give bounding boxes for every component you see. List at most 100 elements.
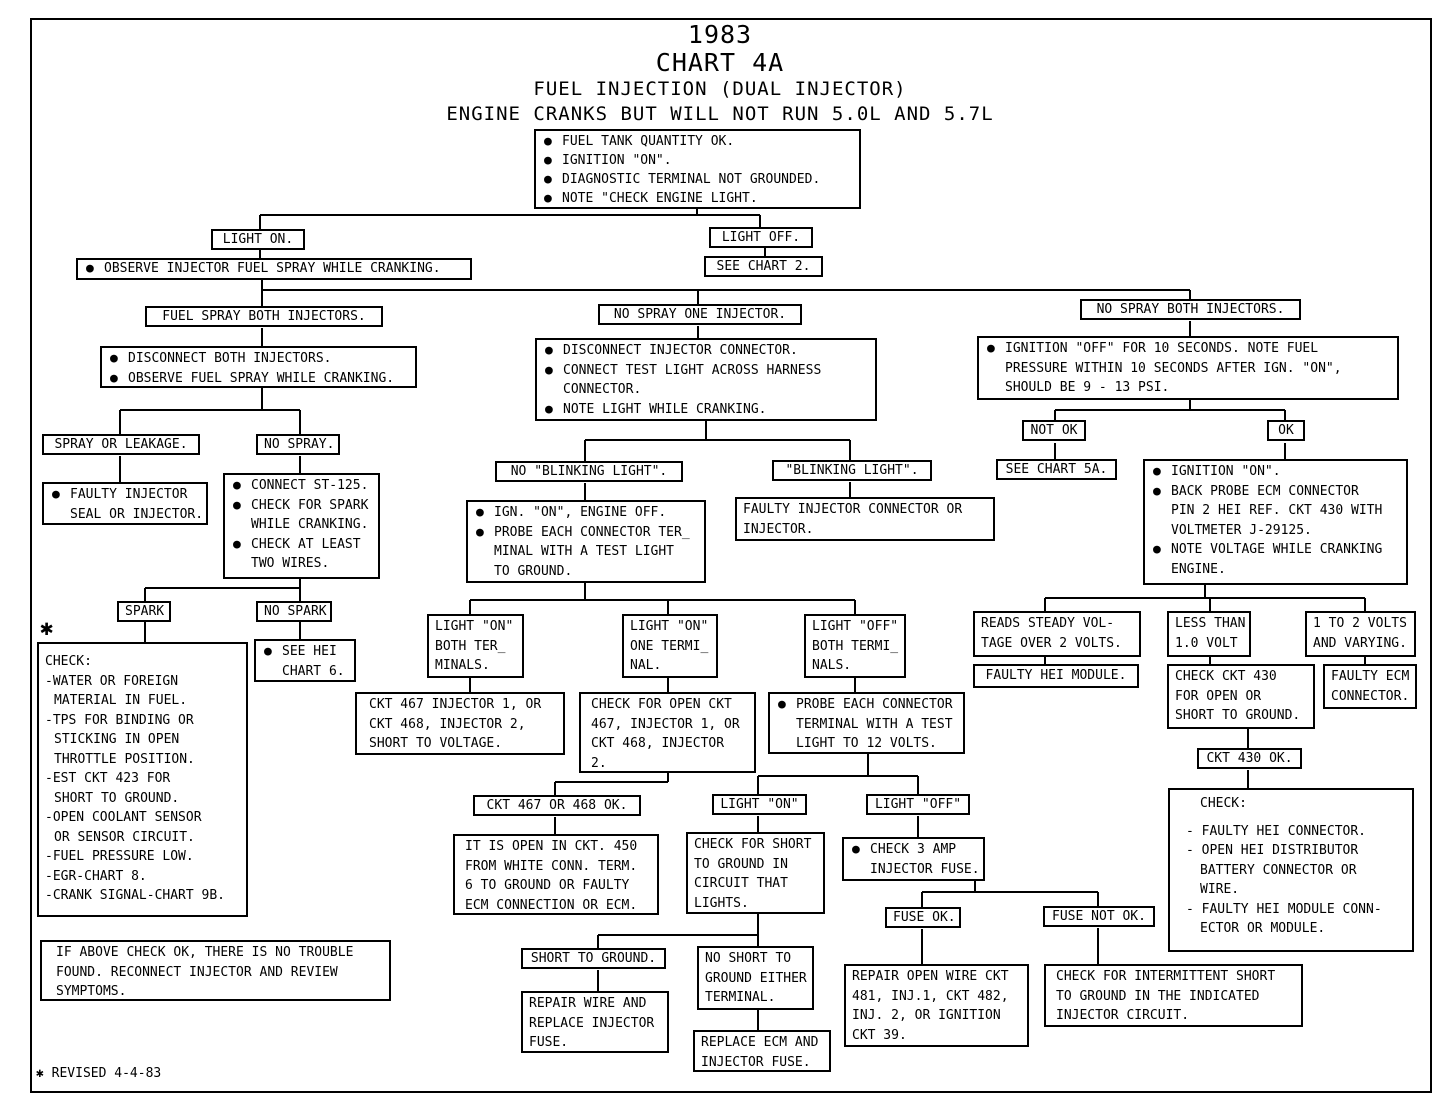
repair-open-wire-box: REPAIR OPEN WIRE CKT 481, INJ.1, CKT 482… — [844, 964, 1029, 1047]
step-line: CKT 468, INJECTOR — [591, 736, 725, 751]
result-line: IT IS OPEN IN CKT. 450 — [465, 839, 638, 854]
fuse-ok-label: FUSE OK. — [885, 907, 961, 928]
step-line: LIGHT TO 12 VOLTS. — [796, 736, 937, 751]
step-line: 2. — [591, 755, 607, 771]
check-line: - OPEN HEI DISTRIBUTOR — [1186, 843, 1359, 858]
result-line: 481, INJ.1, CKT 482, — [852, 988, 1009, 1004]
short-to-ground-label: SHORT TO GROUND. — [521, 948, 666, 969]
check-line: THROTTLE POSITION. — [54, 751, 195, 767]
chart-border — [30, 18, 1432, 1093]
step-line: PIN 2 HEI REF. CKT 430 WITH — [1171, 503, 1383, 518]
initial-condition: FUEL TANK QUANTITY OK. — [542, 132, 853, 151]
step-line: CHECK AT LEAST — [231, 535, 372, 555]
step-line: TO GROUND IN — [694, 856, 788, 872]
ckt-430-ok-label: CKT 430 OK. — [1197, 748, 1302, 769]
result-line: FROM WHITE CONN. TERM. — [465, 858, 638, 874]
result-line: REPLACE INJECTOR — [529, 1015, 655, 1031]
result-line: INJECTOR. — [743, 521, 814, 537]
step-line: CHECK FOR OPEN CKT — [591, 697, 732, 712]
replace-ecm-box: REPLACE ECM AND INJECTOR FUSE. — [693, 1030, 831, 1072]
if-above-box: IF ABOVE CHECK OK, THERE IS NO TROUBLE F… — [40, 940, 391, 1001]
ignition-on-voltmeter-box: IGNITION "ON". BACK PROBE ECM CONNECTOR … — [1143, 459, 1408, 585]
check-line: - FAULTY HEI CONNECTOR. — [1186, 823, 1367, 839]
step-line: PROBE EACH CONNECTOR TER_ — [474, 523, 698, 543]
initial-condition: NOTE "CHECK ENGINE LIGHT. — [542, 189, 853, 207]
condition-line: READS STEADY VOL- — [981, 616, 1115, 631]
spray-or-leakage-label: SPRAY OR LEAKAGE. — [42, 434, 200, 455]
check-line: BATTERY CONNECTOR OR — [1200, 862, 1357, 878]
spark-label: SPARK — [117, 601, 171, 622]
check-line: -FUEL PRESSURE LOW. — [45, 849, 194, 864]
condition-line: GROUND EITHER — [705, 970, 807, 986]
condition-line: LIGHT "ON" — [435, 619, 514, 634]
step-line: WHILE CRANKING. — [251, 517, 369, 532]
no-spray-both-label: NO SPRAY BOTH INJECTORS. — [1080, 299, 1301, 320]
check-line: -TPS FOR BINDING OR — [45, 712, 194, 728]
light-on-one-box: LIGHT "ON" ONE TERMI_ NAL. — [622, 614, 718, 678]
light-on-quote-label: LIGHT "ON" — [712, 794, 807, 815]
disconnect-connector-box: DISCONNECT INJECTOR CONNECTOR. CONNECT T… — [535, 338, 877, 421]
step-line: FOR OPEN OR — [1175, 688, 1262, 704]
result-line: CHART 6. — [282, 663, 345, 679]
no-short-box: NO SHORT TO GROUND EITHER TERMINAL. — [697, 946, 814, 1010]
check-line: MATERIAL IN FUEL. — [54, 693, 188, 708]
check-line: OR SENSOR CIRCUIT. — [54, 829, 195, 845]
chart-title: FUEL INJECTION (DUAL INJECTOR) — [533, 78, 907, 100]
result-line: INJECTOR FUSE. — [701, 1054, 811, 1070]
fuel-spray-both-label: FUEL SPRAY BOTH INJECTORS. — [145, 306, 383, 327]
check-hei-box: CHECK: - FAULTY HEI CONNECTOR. - OPEN HE… — [1168, 788, 1414, 952]
step-line: TWO WIRES. — [251, 556, 330, 571]
step-line: IGNITION "OFF" FOR 10 SECONDS. NOTE FUEL — [985, 339, 1391, 359]
revised-date: REVISED 4-4-83 — [51, 1066, 162, 1081]
result-line: 6 TO GROUND OR FAULTY — [465, 878, 630, 893]
probe-12v-box: PROBE EACH CONNECTOR TERMINAL WITH A TES… — [768, 692, 965, 754]
ckt-467-ok-label: CKT 467 OR 468 OK. — [473, 795, 641, 816]
disconnect-both-box: DISCONNECT BOTH INJECTORS. OBSERVE FUEL … — [100, 346, 417, 388]
initial-conditions-box: FUEL TANK QUANTITY OK. IGNITION "ON". DI… — [534, 129, 861, 209]
see-chart-5a-box: SEE CHART 5A. — [996, 459, 1117, 480]
check-line: -CRANK SIGNAL-CHART 9B. — [45, 888, 226, 903]
light-off-both-box: LIGHT "OFF" BOTH TERMI_ NALS. — [804, 614, 906, 678]
ignition-off-box: IGNITION "OFF" FOR 10 SECONDS. NOTE FUEL… — [977, 336, 1399, 400]
result-line: FAULTY INJECTOR CONNECTOR OR — [743, 502, 963, 517]
light-off-quote-label: LIGHT "OFF" — [866, 794, 970, 815]
step-line: CONNECT ST-125. — [231, 476, 372, 496]
step-line: CHECK CKT 430 — [1175, 669, 1277, 684]
condition-line: NALS. — [812, 658, 852, 673]
check-line: -EGR-CHART 8. — [45, 868, 147, 884]
check-ckt-430-box: CHECK CKT 430 FOR OPEN OR SHORT TO GROUN… — [1167, 664, 1315, 729]
step-line: PRESSURE WITHIN 10 SECONDS AFTER IGN. "O… — [1005, 360, 1342, 376]
note-line: IF ABOVE CHECK OK, THERE IS NO TROUBLE — [56, 945, 354, 960]
revision-star-icon: ✱ — [36, 1066, 44, 1081]
result-line: CHECK FOR INTERMITTENT SHORT — [1056, 969, 1276, 984]
no-spray-one-label: NO SPRAY ONE INJECTOR. — [598, 304, 802, 325]
condition-line: LIGHT "OFF" — [812, 619, 899, 634]
faulty-hei-module-box: FAULTY HEI MODULE. — [973, 664, 1139, 688]
step-line: TO GROUND. — [494, 563, 573, 579]
step-line: LIGHTS. — [694, 895, 749, 911]
result-line: SEE HEI — [262, 642, 348, 662]
note-line: FOUND. RECONNECT INJECTOR AND REVIEW — [56, 964, 338, 980]
check-open-box: CHECK FOR OPEN CKT 467, INJECTOR 1, OR C… — [579, 692, 756, 773]
check-line: ECTOR OR MODULE. — [1200, 921, 1326, 936]
check-line: -EST CKT 423 FOR — [45, 771, 171, 786]
step-line: CONNECTOR. — [563, 382, 642, 397]
condition-line: BOTH TER_ — [435, 638, 506, 654]
connect-st125-box: CONNECT ST-125. CHECK FOR SPARK WHILE CR… — [223, 473, 380, 579]
short-to-voltage-box: CKT 467 INJECTOR 1, OR CKT 468, INJECTOR… — [355, 692, 565, 755]
chart-number: CHART 4A — [655, 48, 785, 77]
result-line: CKT 468, INJECTOR 2, — [369, 716, 526, 732]
step-line: BACK PROBE ECM CONNECTOR — [1151, 482, 1400, 502]
condition-line: NO SHORT TO — [705, 951, 792, 966]
no-blinking-label: NO "BLINKING LIGHT". — [495, 461, 683, 482]
not-ok-label: NOT OK — [1022, 420, 1086, 441]
result-line: INJECTOR CIRCUIT. — [1056, 1008, 1190, 1023]
step-line: CHECK FOR SPARK — [231, 496, 372, 516]
check-line: SHORT TO GROUND. — [54, 790, 180, 806]
ok-label: OK — [1267, 420, 1305, 441]
condition-line: LIGHT "ON" — [630, 619, 709, 634]
step-line: DISCONNECT INJECTOR CONNECTOR. — [543, 341, 869, 361]
result-line: REPAIR WIRE AND — [529, 996, 647, 1011]
check-short-box: CHECK FOR SHORT TO GROUND IN CIRCUIT THA… — [686, 832, 825, 914]
